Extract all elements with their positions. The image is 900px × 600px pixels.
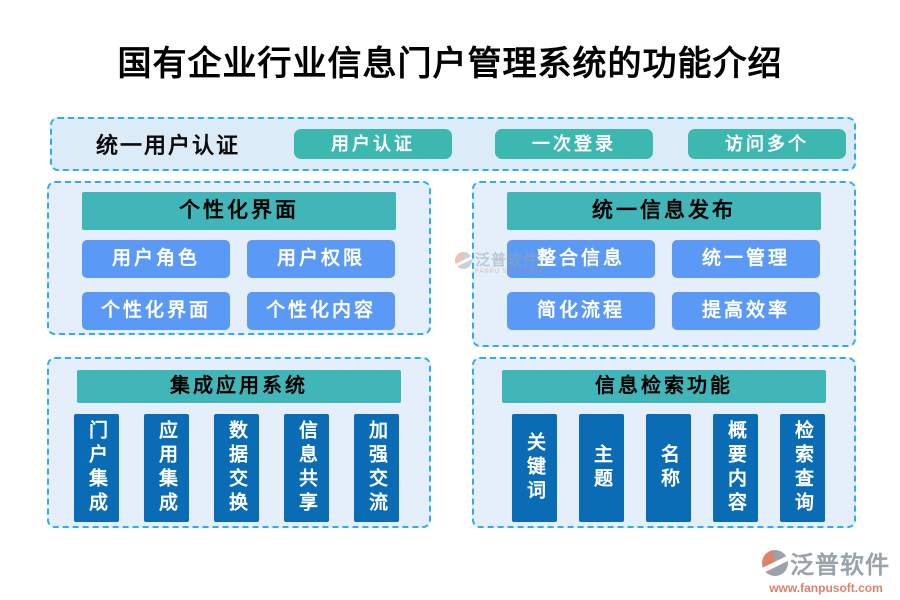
search-button-row: 关键词 主题 名称 概要内容 检索查询 xyxy=(474,414,854,522)
info-sharing-button[interactable]: 信息共享 xyxy=(284,414,329,522)
panel-header-integrated-app-system: 集成应用系统 xyxy=(77,370,401,403)
panel-integrated-app-system: 集成应用系统 门户集成 应用集成 数据交换 信息共享 加强交流 xyxy=(47,357,431,528)
single-login-button[interactable]: 一次登录 xyxy=(495,129,653,159)
improve-efficiency-button[interactable]: 提高效率 xyxy=(672,292,820,330)
keyword-label: 关键词 xyxy=(524,432,545,504)
panel-header-info-search-function: 信息检索功能 xyxy=(502,370,826,403)
footer-brand-logo: 泛普软件 www.fanpusoft.com xyxy=(762,545,890,595)
center-watermark: 泛普软件 FANPU SOFTWARE xyxy=(455,252,544,275)
app-integration-label: 应用集成 xyxy=(156,420,177,516)
app-integration-button[interactable]: 应用集成 xyxy=(144,414,189,522)
footer-brand-name: 泛普软件 xyxy=(790,552,890,579)
user-role-button[interactable]: 用户角色 xyxy=(82,240,230,278)
footer-brand-url: www.fanpusoft.com xyxy=(769,581,883,595)
personalized-ui-button[interactable]: 个性化界面 xyxy=(82,292,230,330)
enhance-communication-button[interactable]: 加强交流 xyxy=(354,414,399,522)
simplify-process-button[interactable]: 简化流程 xyxy=(507,292,655,330)
watermark-brand: 泛普软件 xyxy=(475,252,540,269)
page-title: 国有企业行业信息门户管理系统的功能介绍 xyxy=(117,45,783,83)
integrate-info-button[interactable]: 整合信息 xyxy=(507,240,655,278)
info-sharing-label: 信息共享 xyxy=(296,420,317,516)
personalized-content-button[interactable]: 个性化内容 xyxy=(247,292,395,330)
unified-management-button[interactable]: 统一管理 xyxy=(672,240,820,278)
name-label: 名称 xyxy=(658,444,679,492)
panel-header-unified-info-publishing: 统一信息发布 xyxy=(507,192,821,230)
summary-content-button[interactable]: 概要内容 xyxy=(713,414,758,522)
enhance-communication-label: 加强交流 xyxy=(366,420,387,516)
auth-band: 统一用户认证 用户认证 一次登录 访问多个 xyxy=(50,117,856,171)
watermark-subtitle: FANPU SOFTWARE xyxy=(475,269,545,275)
fanpu-logo-icon xyxy=(762,549,788,576)
fanpu-logo-icon xyxy=(455,252,472,269)
integration-button-row: 门户集成 应用集成 数据交换 信息共享 加强交流 xyxy=(49,414,429,522)
user-authentication-button[interactable]: 用户认证 xyxy=(294,129,452,159)
panel-unified-info-publishing: 统一信息发布 整合信息 统一管理 简化流程 提高效率 xyxy=(472,181,856,347)
keyword-button[interactable]: 关键词 xyxy=(512,414,557,522)
portal-integration-button[interactable]: 门户集成 xyxy=(74,414,119,522)
portal-integration-label: 门户集成 xyxy=(86,420,107,516)
panel-personalized-interface: 个性化界面 用户角色 用户权限 个性化界面 个性化内容 xyxy=(47,181,431,335)
panel-header-personalized-interface: 个性化界面 xyxy=(82,192,396,230)
auth-band-label: 统一用户认证 xyxy=(96,133,241,158)
data-exchange-button[interactable]: 数据交换 xyxy=(214,414,259,522)
access-multiple-button[interactable]: 访问多个 xyxy=(688,129,846,159)
search-query-button[interactable]: 检索查询 xyxy=(780,414,825,522)
topic-label: 主题 xyxy=(591,444,612,492)
search-query-label: 检索查询 xyxy=(792,420,813,516)
panel-info-search-function: 信息检索功能 关键词 主题 名称 概要内容 检索查询 xyxy=(472,357,856,528)
user-permission-button[interactable]: 用户权限 xyxy=(247,240,395,278)
data-exchange-label: 数据交换 xyxy=(226,420,247,516)
topic-button[interactable]: 主题 xyxy=(579,414,624,522)
summary-content-label: 概要内容 xyxy=(725,420,746,516)
name-button[interactable]: 名称 xyxy=(646,414,691,522)
